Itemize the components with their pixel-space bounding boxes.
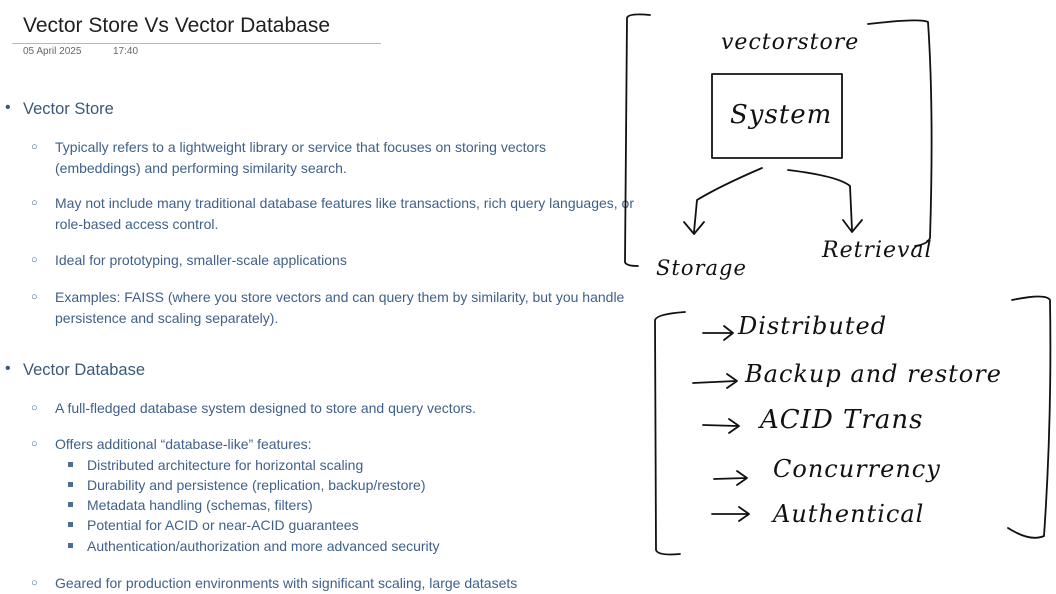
list-item: ○ May not include many traditional datab… <box>31 193 635 234</box>
list-item-text: Typically refers to a lightweight librar… <box>55 139 546 176</box>
handwritten-list-item: Concurrency <box>773 455 941 483</box>
page-date: 05 April 2025 <box>23 46 82 57</box>
system-box <box>711 73 843 159</box>
page-time: 17:40 <box>113 46 139 57</box>
list-arrow-1 <box>702 325 734 341</box>
list-item: ○ Ideal for prototyping, smaller-scale a… <box>31 250 635 271</box>
list-item-text: Offers additional “database-like” featur… <box>55 436 312 452</box>
circle-bullet-icon: ○ <box>31 438 38 450</box>
right-branch-arrow <box>787 169 853 231</box>
feature-text: Metadata handling (schemas, filters) <box>87 497 313 513</box>
list-item-text: Examples: FAISS (where you store vectors… <box>55 289 625 326</box>
handwritten-list-item: Backup and restore <box>745 360 1002 388</box>
feature-item: Potential for ACID or near-ACID guarante… <box>68 517 359 533</box>
list-arrow-3 <box>702 418 740 434</box>
feature-item: Authentication/authorization and more ad… <box>68 538 440 554</box>
handwritten-list-item: ACID Trans <box>760 405 924 435</box>
bullet-dot: • <box>5 360 11 377</box>
feature-item: Distributed architecture for horizontal … <box>68 457 364 473</box>
circle-bullet-icon: ○ <box>31 254 38 266</box>
title-divider <box>12 43 381 44</box>
bullet-dot: • <box>5 99 11 116</box>
heading-text: Vector Store <box>23 100 114 118</box>
right-arrowhead <box>842 219 863 233</box>
circle-bullet-icon: ○ <box>31 141 38 153</box>
handwritten-vectorstore: vectorstore <box>721 30 860 55</box>
feature-item: Metadata handling (schemas, filters) <box>68 497 313 513</box>
list-item-text: Geared for production environments with … <box>55 575 518 591</box>
list-arrow-2 <box>692 373 738 389</box>
page-title: Vector Store Vs Vector Database <box>23 14 331 37</box>
left-branch-arrow <box>693 167 763 233</box>
heading-text: Vector Database <box>23 361 145 379</box>
feature-item: Durability and persistence (replication,… <box>68 477 426 493</box>
right-bracket-top <box>867 19 933 247</box>
circle-bullet-icon: ○ <box>31 291 38 303</box>
list-item: ○ Offers additional “database-like” feat… <box>31 434 635 455</box>
circle-bullet-icon: ○ <box>31 402 38 414</box>
list-item: ○ Geared for production environments wit… <box>31 573 635 594</box>
left-bracket-bottom <box>654 311 686 556</box>
square-bullet-icon <box>68 482 73 487</box>
square-bullet-icon <box>68 502 73 507</box>
list-arrow-4 <box>713 470 748 486</box>
list-arrow-5 <box>711 506 750 522</box>
heading-vector-store: • Vector Store <box>5 99 114 119</box>
circle-bullet-icon: ○ <box>31 197 38 209</box>
handwritten-list-item: Authentical <box>773 500 925 528</box>
list-item-text: Ideal for prototyping, smaller-scale app… <box>55 252 347 268</box>
list-item: ○ A full-fledged database system designe… <box>31 398 635 419</box>
square-bullet-icon <box>68 522 73 527</box>
left-arrowhead <box>683 221 705 235</box>
left-bracket-top <box>624 13 651 267</box>
list-item: ○ Typically refers to a lightweight libr… <box>31 137 635 178</box>
list-item: ○ Examples: FAISS (where you store vecto… <box>31 287 635 328</box>
handwritten-retrieval: Retrieval <box>822 238 933 263</box>
handwritten-list-item: Distributed <box>738 312 888 340</box>
square-bullet-icon <box>68 543 73 548</box>
list-item-text: May not include many traditional databas… <box>55 195 634 232</box>
heading-vector-database: • Vector Database <box>5 360 145 380</box>
feature-text: Potential for ACID or near-ACID guarante… <box>87 517 359 533</box>
feature-text: Authentication/authorization and more ad… <box>87 538 440 554</box>
circle-bullet-icon: ○ <box>31 577 38 589</box>
feature-text: Distributed architecture for horizontal … <box>87 457 364 473</box>
handwritten-storage: Storage <box>656 256 747 280</box>
feature-text: Durability and persistence (replication,… <box>87 477 426 493</box>
square-bullet-icon <box>68 462 73 467</box>
list-item-text: A full-fledged database system designed … <box>55 400 477 416</box>
handwritten-system: System <box>730 100 833 130</box>
right-bracket-bottom <box>1007 295 1052 539</box>
